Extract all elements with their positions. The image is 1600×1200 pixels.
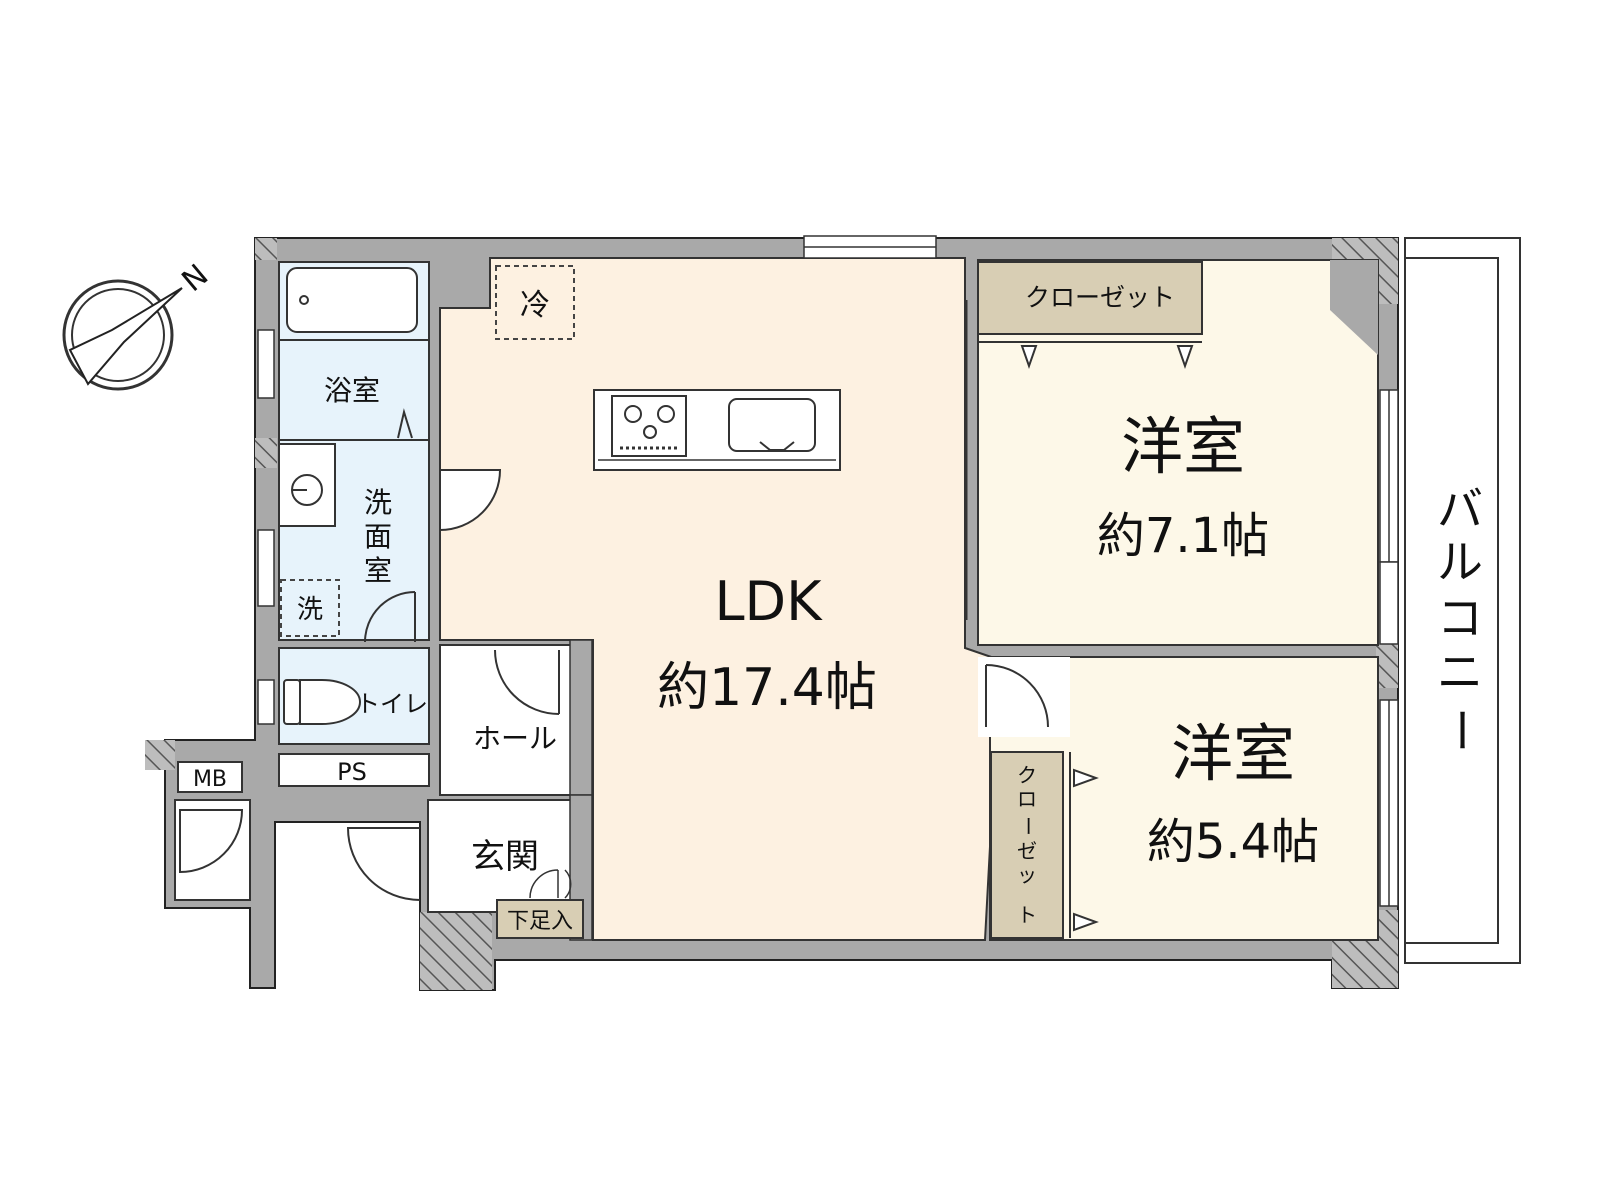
closet-1-door-left — [1020, 345, 1038, 370]
window-left-2 — [257, 529, 275, 607]
ldk-label: LDK — [714, 570, 823, 633]
ps-space — [278, 753, 430, 787]
closet-2-door-top — [1073, 768, 1099, 788]
ldk-side-door — [439, 469, 502, 532]
closet-2 — [990, 751, 1064, 939]
western-2-label: 洋室 — [1171, 717, 1295, 790]
hall-post — [569, 639, 593, 796]
bath-door-mark — [397, 408, 413, 439]
entrance-label: 玄関 — [471, 837, 539, 877]
compass-ring-inner — [71, 288, 165, 382]
burner-1 — [624, 405, 642, 423]
refrigerator-label: 冷 — [520, 288, 550, 323]
toilet-tank — [283, 679, 301, 725]
ldk-size: 約17.4帖 — [657, 658, 877, 718]
compass-north-label: N — [175, 258, 215, 299]
closet-1 — [977, 261, 1203, 335]
refrigerator-space — [495, 265, 575, 340]
hatch-top-left — [255, 238, 277, 260]
hall-floor — [439, 644, 583, 796]
bathtub-drain — [299, 295, 309, 305]
balcony: バ ル コ ニ ー — [1404, 237, 1521, 964]
entrance-door — [346, 827, 421, 901]
window-left-1 — [257, 329, 275, 399]
western-1-label: 洋室 — [1121, 410, 1245, 483]
washroom-char-1: 洗 — [364, 486, 392, 519]
compass-ring-outer — [62, 279, 174, 391]
closet-2-char-6: ト — [1017, 903, 1037, 927]
toilet-label: トイレ — [356, 690, 428, 718]
bathtub — [286, 267, 418, 333]
western-2-hall-space — [978, 657, 1070, 737]
balcony-char-5: ー — [1434, 707, 1488, 753]
closet-2-char-2: ロ — [1017, 787, 1037, 811]
compass-needle-south — [68, 287, 183, 386]
balcony-char-4: ニ — [1437, 645, 1483, 699]
bathroom-label: 浴室 — [324, 374, 380, 407]
closet-2-door-bottom — [1073, 912, 1099, 932]
room-western-2: ク ロ ー ゼ ッ ト 洋室 約5.4帖 — [978, 656, 1379, 941]
washroom-char-2: 面 — [364, 520, 392, 553]
burner-2 — [657, 405, 675, 423]
washing-machine-label: 洗 — [297, 595, 323, 625]
room-ldk: 冷 LDK 約17.4帖 — [439, 235, 1002, 941]
western-2-door-swing — [985, 664, 1049, 728]
balcony-char-3: コ — [1437, 591, 1483, 645]
hatch-mb — [145, 740, 175, 770]
hatch-right-mid — [1376, 644, 1398, 688]
kitchen-sink — [728, 398, 816, 452]
window-left-3 — [257, 679, 275, 725]
hall-door — [494, 649, 560, 715]
closet-2-char-3: ー — [1016, 816, 1040, 836]
mb-space — [177, 761, 243, 793]
balcony-inner — [1404, 257, 1499, 944]
hall-label: ホール — [473, 722, 557, 755]
balcony-char-2: ル — [1437, 535, 1483, 589]
right-windows — [1379, 389, 1399, 907]
western-1-corner-wall — [1330, 260, 1378, 355]
washing-machine-space — [280, 579, 340, 637]
washroom-char-3: 室 — [364, 554, 392, 587]
mb-label: MB — [193, 767, 227, 792]
hall: ホール — [439, 639, 593, 796]
shoe-closet — [496, 899, 584, 939]
entrance-floor — [427, 799, 583, 913]
shoe-closet-doors — [529, 869, 572, 899]
ps-label: PS — [337, 758, 367, 786]
compass: N — [62, 258, 215, 391]
room-western-1: クローゼット 洋室 約7.1帖 — [964, 259, 1379, 646]
closet-1-label: クローゼット — [1025, 283, 1175, 312]
mb-door — [179, 809, 244, 874]
hatch-left-mid — [255, 438, 277, 468]
balcony-char-1: バ — [1437, 482, 1483, 536]
toilet-bowl — [299, 679, 361, 725]
closet-2-char-4: ゼ — [1017, 839, 1037, 863]
sink-drain — [759, 441, 795, 451]
shoe-closet-label: 下足入 — [507, 909, 573, 934]
hatch-bottom-left — [420, 912, 492, 990]
burner-3 — [643, 425, 657, 439]
closet-2-char-1: ク — [1017, 763, 1037, 787]
window-right-2 — [1379, 561, 1399, 645]
wet-area: 浴室 洗 面 室 洗 トイレ PS — [278, 261, 430, 787]
washroom-door — [364, 591, 416, 643]
mb-box: MB — [174, 761, 251, 901]
entrance: 玄関 下足入 — [346, 794, 593, 941]
western-2-size: 約5.4帖 — [1147, 814, 1319, 870]
closet-1-door-right — [1176, 345, 1194, 370]
bathroom-floor — [278, 339, 430, 441]
left-windows — [257, 329, 275, 725]
western-1-size: 約7.1帖 — [1097, 508, 1269, 564]
closet-2-char-5: ッ — [1017, 863, 1037, 887]
